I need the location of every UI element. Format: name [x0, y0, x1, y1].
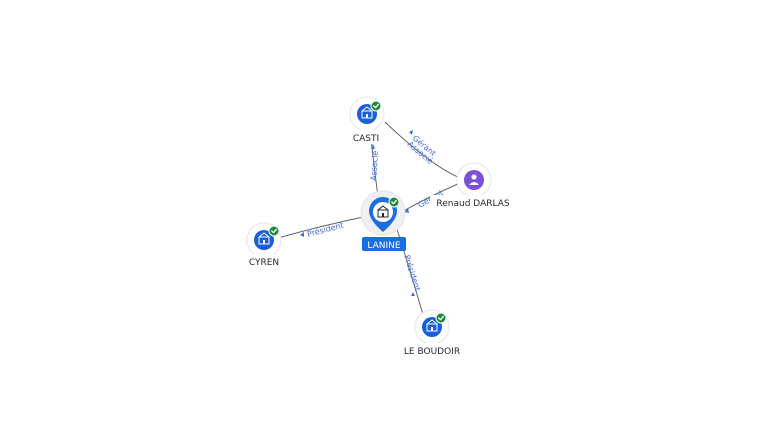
arrow-to-casti-from-renaud: [409, 130, 413, 135]
verified-badge-icon: [268, 225, 280, 237]
node-label-renaud-darlas: Renaud DARLAS: [436, 199, 509, 209]
check-icon: [271, 228, 277, 234]
building-icon: [361, 106, 373, 119]
edge-lanine-boudoir[interactable]: [395, 225, 425, 319]
focus-label-box: [362, 237, 406, 251]
node-casti[interactable]: CASTI: [346, 96, 386, 144]
node-label-box: [400, 343, 464, 357]
person-node-circle: [464, 170, 484, 190]
node-label-lanine: LANINE: [367, 241, 400, 251]
edge-label-lanine-cyren: Président: [306, 220, 345, 239]
person-icon: [469, 174, 479, 185]
verified-badge-icon: [388, 196, 400, 208]
arrow-to-cyren: [300, 232, 304, 237]
verified-badge-icon: [370, 100, 382, 112]
building-icon: [377, 205, 389, 218]
node-le-boudoir[interactable]: LE BOUDOIR: [400, 309, 464, 357]
edge-renaud-casti[interactable]: [384, 121, 461, 179]
check-icon: [373, 103, 379, 109]
check-icon: [391, 199, 397, 205]
node-label-box: [346, 130, 386, 144]
edge-lanine-cyren[interactable]: [277, 215, 369, 239]
node-lanine[interactable]: LANINE: [360, 190, 406, 251]
node-label-cyren: CYREN: [249, 258, 279, 268]
node-cyren[interactable]: CYREN: [243, 222, 285, 268]
node-label-le-boudoir: LE BOUDOIR: [404, 347, 460, 357]
node-label-casti: CASTI: [353, 134, 379, 144]
arrow-to-boudoir: [411, 292, 415, 296]
verified-badge-icon: [435, 312, 447, 324]
arrow-to-casti: [371, 144, 375, 149]
edge-label-lanine-casti: Associé: [368, 150, 380, 181]
node-label-box: [430, 195, 516, 209]
node-label-box: [243, 254, 285, 268]
building-icon: [426, 319, 438, 332]
building-icon: [258, 232, 270, 245]
node-renaud-darlas[interactable]: Renaud DARLAS: [430, 162, 516, 209]
check-icon: [438, 315, 444, 321]
edge-label-lanine-boudoir: Président: [402, 254, 423, 293]
